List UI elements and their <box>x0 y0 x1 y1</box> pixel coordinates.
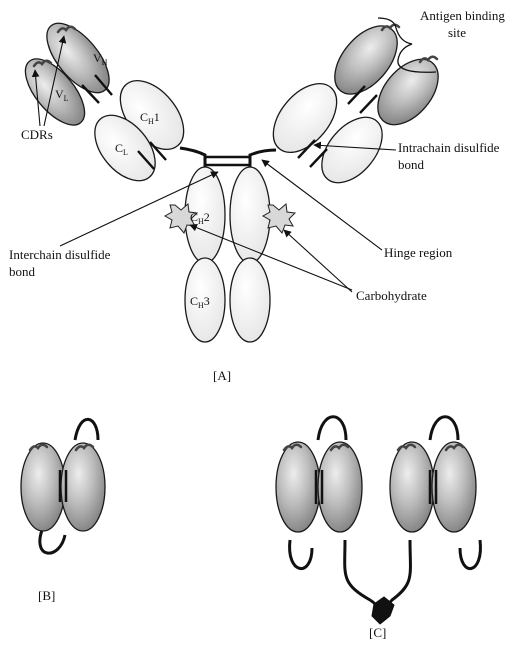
diabody-domain-1 <box>276 442 320 532</box>
panel-b-scfv: [B] <box>21 419 105 603</box>
intrachain-label-line2: bond <box>398 157 425 172</box>
hinge-region-label: Hinge region <box>384 245 453 260</box>
antigen-binding-label-line2: site <box>448 25 466 40</box>
panel-a-label: [A] <box>213 368 231 383</box>
cdrs-label: CDRs <box>21 127 53 142</box>
intrachain-label-line1: Intrachain disulfide <box>398 140 500 155</box>
diabody-cdr-loops <box>284 445 463 450</box>
scfv-vh-domain <box>21 443 65 531</box>
diabody-domain-2 <box>318 442 362 532</box>
ch3-domain-right <box>230 258 270 342</box>
panel-a-igg-antibody: VH VL CH1 CL CH2 CH3 Antigen binding sit… <box>9 8 505 383</box>
diabody-domain-4 <box>432 442 476 532</box>
left-fab-arm <box>15 13 196 192</box>
carbohydrate-pointer-right <box>284 230 352 292</box>
fc-region <box>165 167 295 342</box>
diabody-domain-3 <box>390 442 434 532</box>
interchain-label-line1: Interchain disulfide <box>9 247 111 262</box>
panel-c-diabody: [C] <box>276 417 480 640</box>
hinge-pointer <box>262 160 382 250</box>
vh-label: VH <box>93 51 108 67</box>
panel-c-label: [C] <box>369 625 386 640</box>
panel-b-label: [B] <box>38 588 55 603</box>
interchain-label-line2: bond <box>9 264 36 279</box>
antigen-binding-label-line1: Antigen binding <box>420 8 505 23</box>
scfv-vl-domain <box>61 443 105 531</box>
carbohydrate-label: Carbohydrate <box>356 288 427 303</box>
hinge-region <box>180 148 276 175</box>
